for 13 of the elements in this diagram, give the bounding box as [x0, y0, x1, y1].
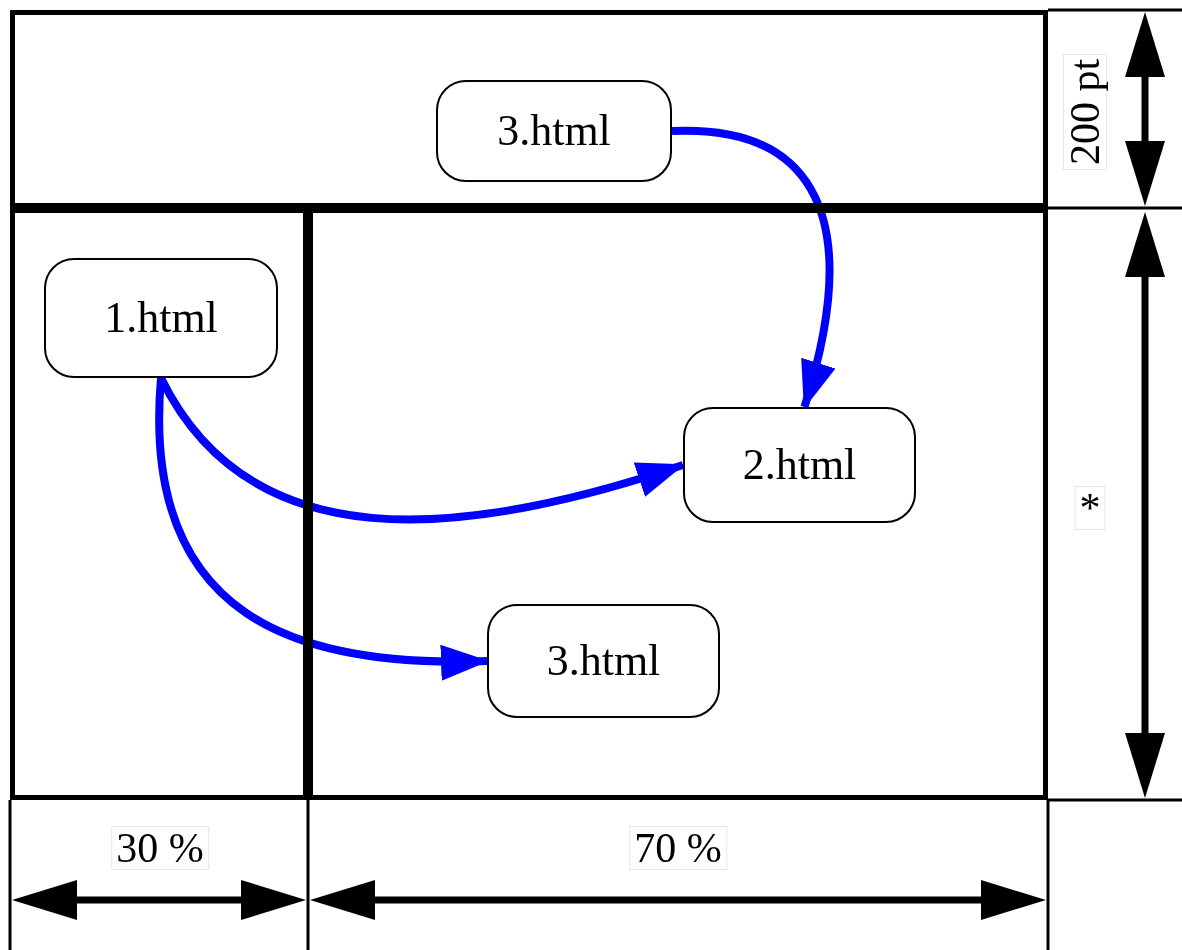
arrow	[671, 127, 835, 409]
page-box: 3.html	[487, 604, 720, 718]
frame-box	[10, 208, 308, 800]
arrow	[155, 377, 489, 680]
dimension-label: *	[1074, 486, 1106, 530]
frame-box	[308, 208, 1048, 800]
page-box: 2.html	[683, 407, 916, 523]
dimension-label: 200 pt	[1063, 53, 1107, 171]
frame-box	[10, 10, 1048, 208]
dimension-label: 30 %	[111, 826, 209, 870]
page-box: 1.html	[44, 258, 278, 378]
dimension-label: 70 %	[629, 826, 727, 870]
page-box: 3.html	[436, 80, 672, 182]
